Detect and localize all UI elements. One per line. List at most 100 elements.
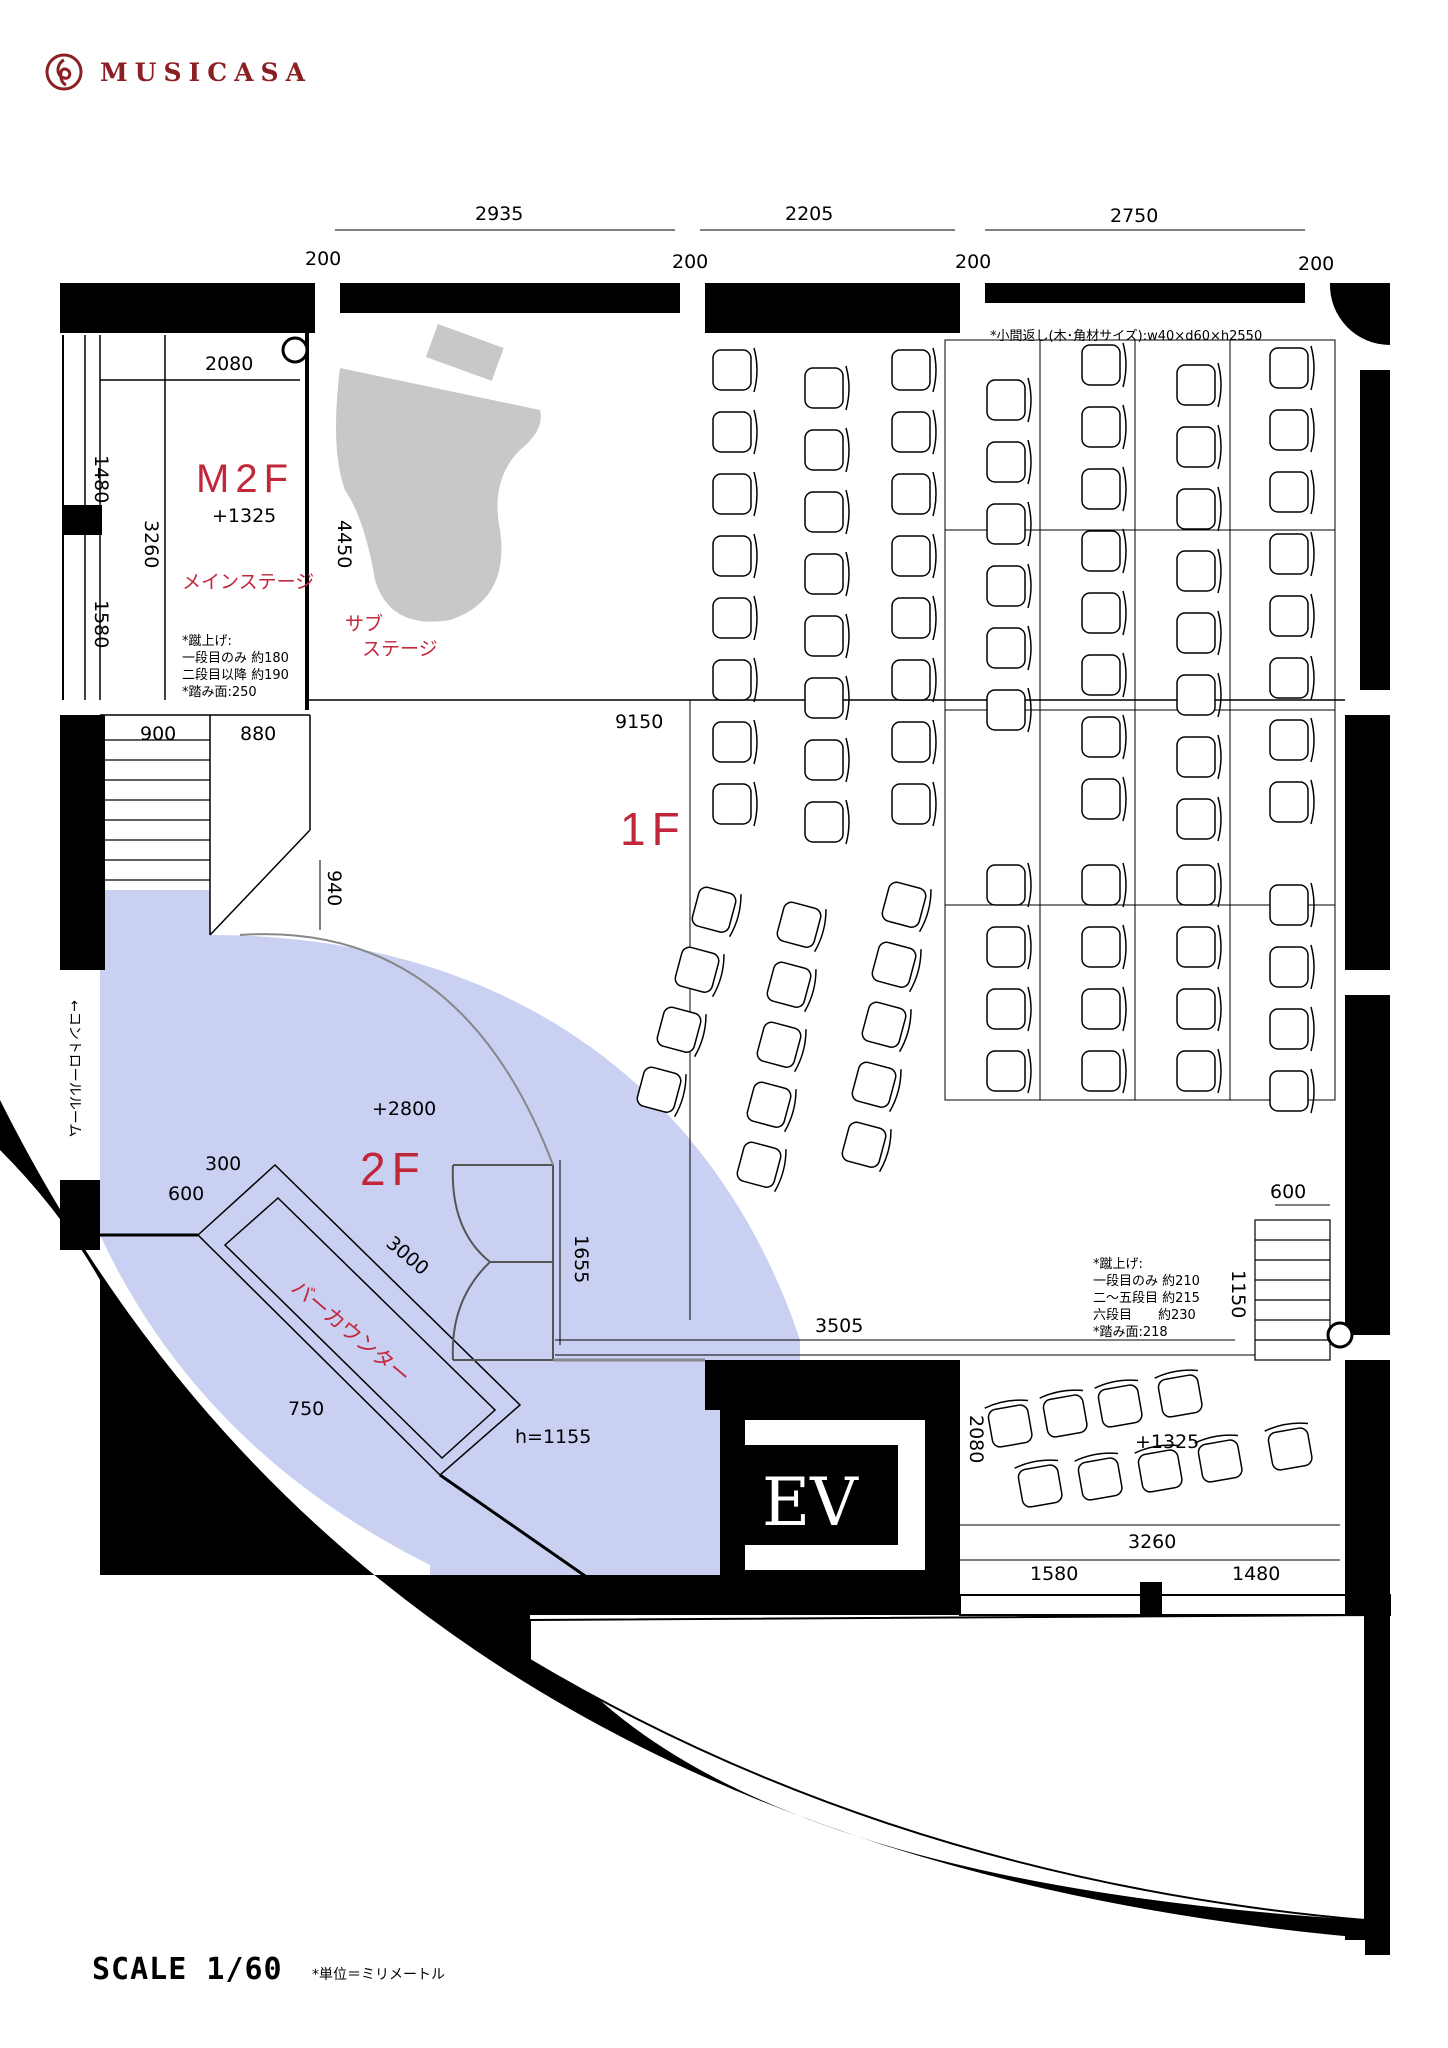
seat-icon [1269, 779, 1315, 825]
sub-stage-label-1: サブ [345, 612, 383, 635]
seat-icon [1176, 796, 1222, 842]
piano-icon [336, 324, 541, 622]
elevator-label: EV [762, 1464, 859, 1541]
dim-300: 300 [205, 1153, 241, 1175]
1f-label: 1F [620, 803, 686, 855]
dim-2080: 2080 [205, 353, 253, 375]
seating [636, 342, 1315, 1508]
m2f-label: M2F [196, 457, 294, 501]
seat-icon [986, 625, 1032, 671]
seat-icon [712, 719, 758, 765]
dim-3260: 3260 [140, 520, 162, 568]
beam-note: *小間返し(木･角材サイズ):w40×d60×h2550 [990, 328, 1262, 344]
seat-riser-note-1: *蹴上げ: [1093, 1257, 1143, 1272]
seat-icon [674, 946, 725, 998]
seat-icon [712, 595, 758, 641]
seat-icon [881, 881, 932, 933]
dim-2750: 2750 [1110, 205, 1158, 227]
seat-icon [986, 924, 1032, 970]
seat-icon [1081, 714, 1127, 760]
seat-icon [1269, 531, 1315, 577]
seat-icon [891, 409, 937, 455]
seat-icon [1269, 717, 1315, 763]
seat-icon [986, 1048, 1032, 1094]
seat-icon [1014, 1459, 1063, 1508]
seat-icon [712, 409, 758, 455]
seat-icon [891, 347, 937, 393]
seat-icon [1081, 652, 1127, 698]
floor-2f-area [100, 890, 800, 1578]
seat-icon [871, 941, 922, 993]
seat-icon [1134, 1444, 1183, 1493]
dim-900: 900 [140, 723, 176, 745]
dim-1580: 1580 [90, 600, 112, 648]
musicasa-logo-icon [44, 52, 84, 92]
curved-outer-wall [0, 1100, 1390, 1955]
seat-icon [712, 533, 758, 579]
seat-icon [1039, 1389, 1088, 1438]
seat-icon [1269, 944, 1315, 990]
seat-icon [746, 1081, 797, 1133]
seat-icon [851, 1061, 902, 1113]
seat-icon [691, 886, 742, 938]
dim-200-c: 200 [955, 251, 991, 273]
seat-icon [804, 613, 850, 659]
seat-icon [1176, 986, 1222, 1032]
seat-icon [804, 551, 850, 597]
seat-icon [986, 377, 1032, 423]
dim-4450: 4450 [333, 520, 355, 568]
sub-stage-label-2: ステージ [362, 638, 438, 660]
seat-icon [986, 563, 1032, 609]
seat-icon [1081, 924, 1127, 970]
stage-riser-note-1: *蹴上げ: [182, 634, 232, 649]
stage-riser-note-4: *踏み面:250 [182, 685, 257, 700]
doors [239, 933, 705, 1362]
seat-icon [891, 595, 937, 641]
seat-icon [1176, 862, 1222, 908]
seat-icon [986, 439, 1032, 485]
stage-riser-note-2: 一段目のみ 約180 [182, 651, 289, 666]
unit-note: *単位＝ミリメートル [312, 1967, 445, 1983]
stairs-left [105, 739, 210, 881]
seat-icon [891, 471, 937, 517]
dim-3260-b: 3260 [1128, 1531, 1176, 1553]
seat-icon [804, 799, 850, 845]
seat-icon [1176, 486, 1222, 532]
dim-1655: 1655 [570, 1235, 592, 1283]
scale-label: SCALE 1/60 [92, 1952, 283, 1987]
seat-riser-note-5: *踏み面:218 [1093, 1325, 1168, 1340]
seat-icon [1176, 424, 1222, 470]
seat-riser-note-2: 一段目のみ 約210 [1093, 1274, 1200, 1289]
stage-riser-note-3: 二段目以降 約190 [182, 668, 289, 683]
seat-icon [1081, 342, 1127, 388]
seat-icon [776, 901, 827, 953]
seat-icon [804, 365, 850, 411]
dim-200-a: 200 [305, 248, 341, 270]
seat-icon [1081, 528, 1127, 574]
dim-600: 600 [168, 1183, 204, 1205]
seat-icon [841, 1121, 892, 1173]
dim-750: 750 [288, 1398, 324, 1420]
seat-icon [1269, 407, 1315, 453]
seat-icon [1176, 610, 1222, 656]
seat-icon [636, 1066, 687, 1118]
seat-icon [1176, 548, 1222, 594]
seat-icon [1176, 672, 1222, 718]
seat-icon [1194, 1434, 1243, 1483]
dim-1580-b: 1580 [1030, 1563, 1078, 1585]
dim-600-b: 600 [1270, 1181, 1306, 1203]
seat-icon [804, 675, 850, 721]
seat-icon [1081, 776, 1127, 822]
seat-icon [736, 1141, 787, 1193]
seat-icon [1269, 593, 1315, 639]
seat-icon [1269, 1068, 1315, 1114]
seat-icon [861, 1001, 912, 1053]
dim-1480-b: 1480 [1232, 1563, 1280, 1585]
seat-icon [1081, 986, 1127, 1032]
bar-height: h=1155 [515, 1426, 591, 1448]
dim-940: 940 [323, 870, 345, 906]
seat-icon [891, 781, 937, 827]
seat-icon [712, 471, 758, 517]
seat-icon [1176, 1048, 1222, 1094]
seat-icon [804, 489, 850, 535]
